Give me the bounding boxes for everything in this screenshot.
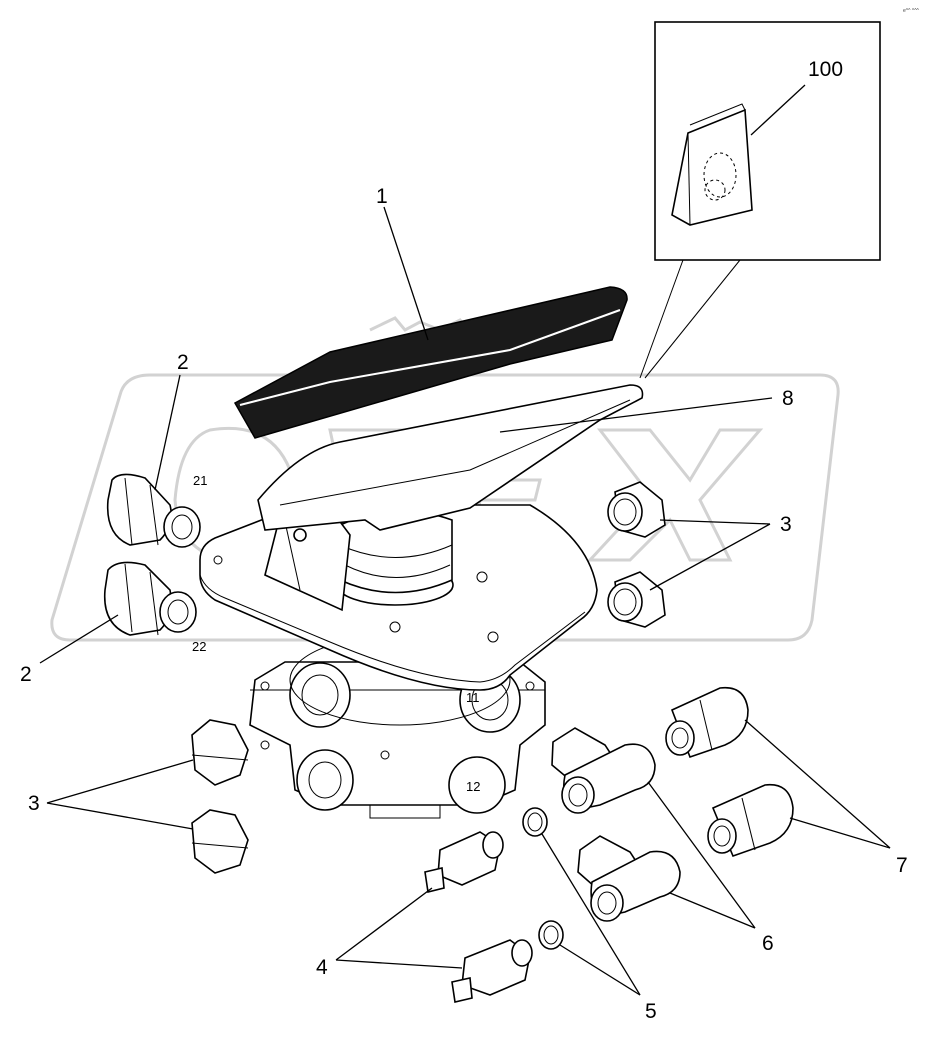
elbow-fitting-lower [577, 835, 681, 922]
washer-upper [522, 807, 548, 837]
callout-2-upper: 2 [177, 351, 189, 374]
callout-8: 8 [782, 387, 794, 410]
port-11-label: 11 [466, 690, 480, 705]
callout-100: 100 [808, 58, 843, 81]
callout-5: 5 [645, 1000, 657, 1023]
straight-fitting-lower [707, 783, 794, 858]
elbow-fitting-upper [551, 727, 656, 814]
port-21-label: 21 [193, 473, 207, 488]
repair-kit-bag-icon [671, 103, 753, 226]
corner-code: e^^ ^^^ [903, 8, 920, 14]
callout-2-lower: 2 [20, 663, 32, 686]
straight-fitting-upper [665, 686, 749, 759]
plug-22 [103, 561, 197, 636]
brake-valve-assembly [199, 384, 644, 819]
cap-right-upper [607, 481, 666, 538]
cap-right-lower [607, 571, 666, 628]
switch-upper [424, 831, 504, 893]
cap-left-lower [191, 809, 249, 874]
port-12-label: 12 [466, 779, 480, 794]
callout-7: 7 [896, 854, 908, 877]
leader-lines [39, 206, 891, 996]
callout-1: 1 [376, 185, 388, 208]
callout-3-left: 3 [28, 792, 40, 815]
pedal-pad [233, 286, 628, 439]
plug-21 [106, 473, 201, 548]
repair-kit-inset: 100 [639, 21, 881, 379]
cap-left-upper [191, 719, 249, 786]
washer-lower [538, 920, 564, 950]
callout-3-right: 3 [780, 513, 792, 536]
callout-6: 6 [762, 932, 774, 955]
callout-4: 4 [316, 956, 328, 979]
switch-lower [451, 939, 533, 1003]
port-22-label: 22 [192, 639, 206, 654]
